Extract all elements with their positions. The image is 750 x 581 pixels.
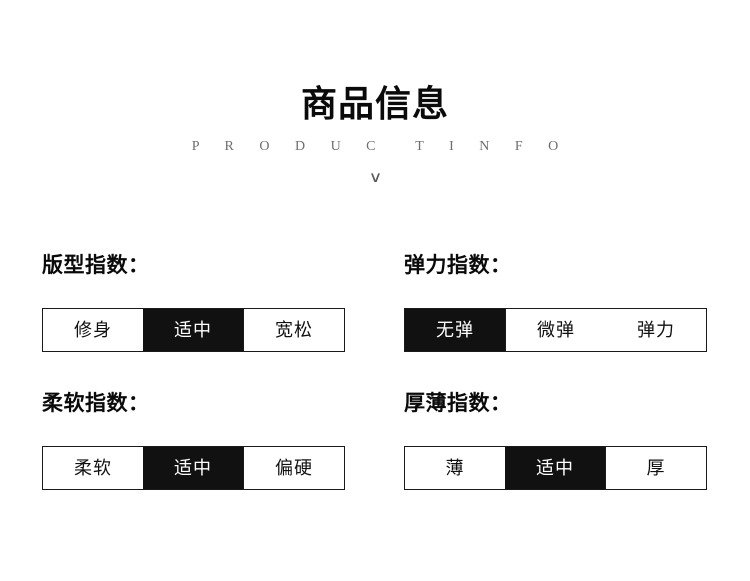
- page-header: 商品信息 P R O D U C T I N F O ∨: [0, 0, 750, 187]
- index-row-1: 版型指数： 修身 适中 宽松 弹力指数： 无弹 微弹 弹力: [0, 252, 750, 390]
- segment-elasticity-0[interactable]: 无弹: [405, 309, 505, 351]
- product-index-grid: 版型指数： 修身 适中 宽松 弹力指数： 无弹 微弹 弹力 柔软指数： 柔软 适…: [0, 252, 750, 528]
- index-label-fit: 版型指数：: [42, 254, 150, 277]
- index-label-elasticity: 弹力指数：: [404, 254, 512, 277]
- index-row-2: 柔软指数： 柔软 适中 偏硬 厚薄指数： 薄 适中 厚: [0, 390, 750, 528]
- index-block-fit: 版型指数： 修身 适中 宽松: [42, 252, 347, 352]
- segment-fit-1[interactable]: 适中: [143, 309, 243, 351]
- segmented-control-elasticity: 无弹 微弹 弹力: [404, 308, 707, 352]
- index-block-softness: 柔软指数： 柔软 适中 偏硬: [42, 390, 347, 490]
- chevron-down-decoration: ∨: [0, 155, 750, 187]
- segment-elasticity-2[interactable]: 弹力: [606, 309, 706, 351]
- index-label-softness: 柔软指数：: [42, 392, 150, 415]
- segmented-control-softness: 柔软 适中 偏硬: [42, 446, 345, 490]
- index-block-thickness: 厚薄指数： 薄 适中 厚: [404, 390, 709, 490]
- segment-fit-0[interactable]: 修身: [43, 309, 143, 351]
- segment-softness-1[interactable]: 适中: [143, 447, 243, 489]
- segment-fit-2[interactable]: 宽松: [243, 309, 344, 351]
- index-block-elasticity: 弹力指数： 无弹 微弹 弹力: [404, 252, 709, 352]
- page-title: 商品信息: [300, 83, 449, 124]
- segmented-control-thickness: 薄 适中 厚: [404, 446, 707, 490]
- segment-thickness-1[interactable]: 适中: [505, 447, 605, 489]
- chevron-down-icon: ∨: [368, 169, 382, 186]
- segment-elasticity-1[interactable]: 微弹: [505, 309, 606, 351]
- page-subtitle: P R O D U C T I N F O: [191, 139, 570, 154]
- segment-softness-2[interactable]: 偏硬: [243, 447, 344, 489]
- segment-softness-0[interactable]: 柔软: [43, 447, 143, 489]
- segment-thickness-2[interactable]: 厚: [605, 447, 706, 489]
- segment-thickness-0[interactable]: 薄: [405, 447, 505, 489]
- segmented-control-fit: 修身 适中 宽松: [42, 308, 345, 352]
- index-label-thickness: 厚薄指数：: [404, 392, 512, 415]
